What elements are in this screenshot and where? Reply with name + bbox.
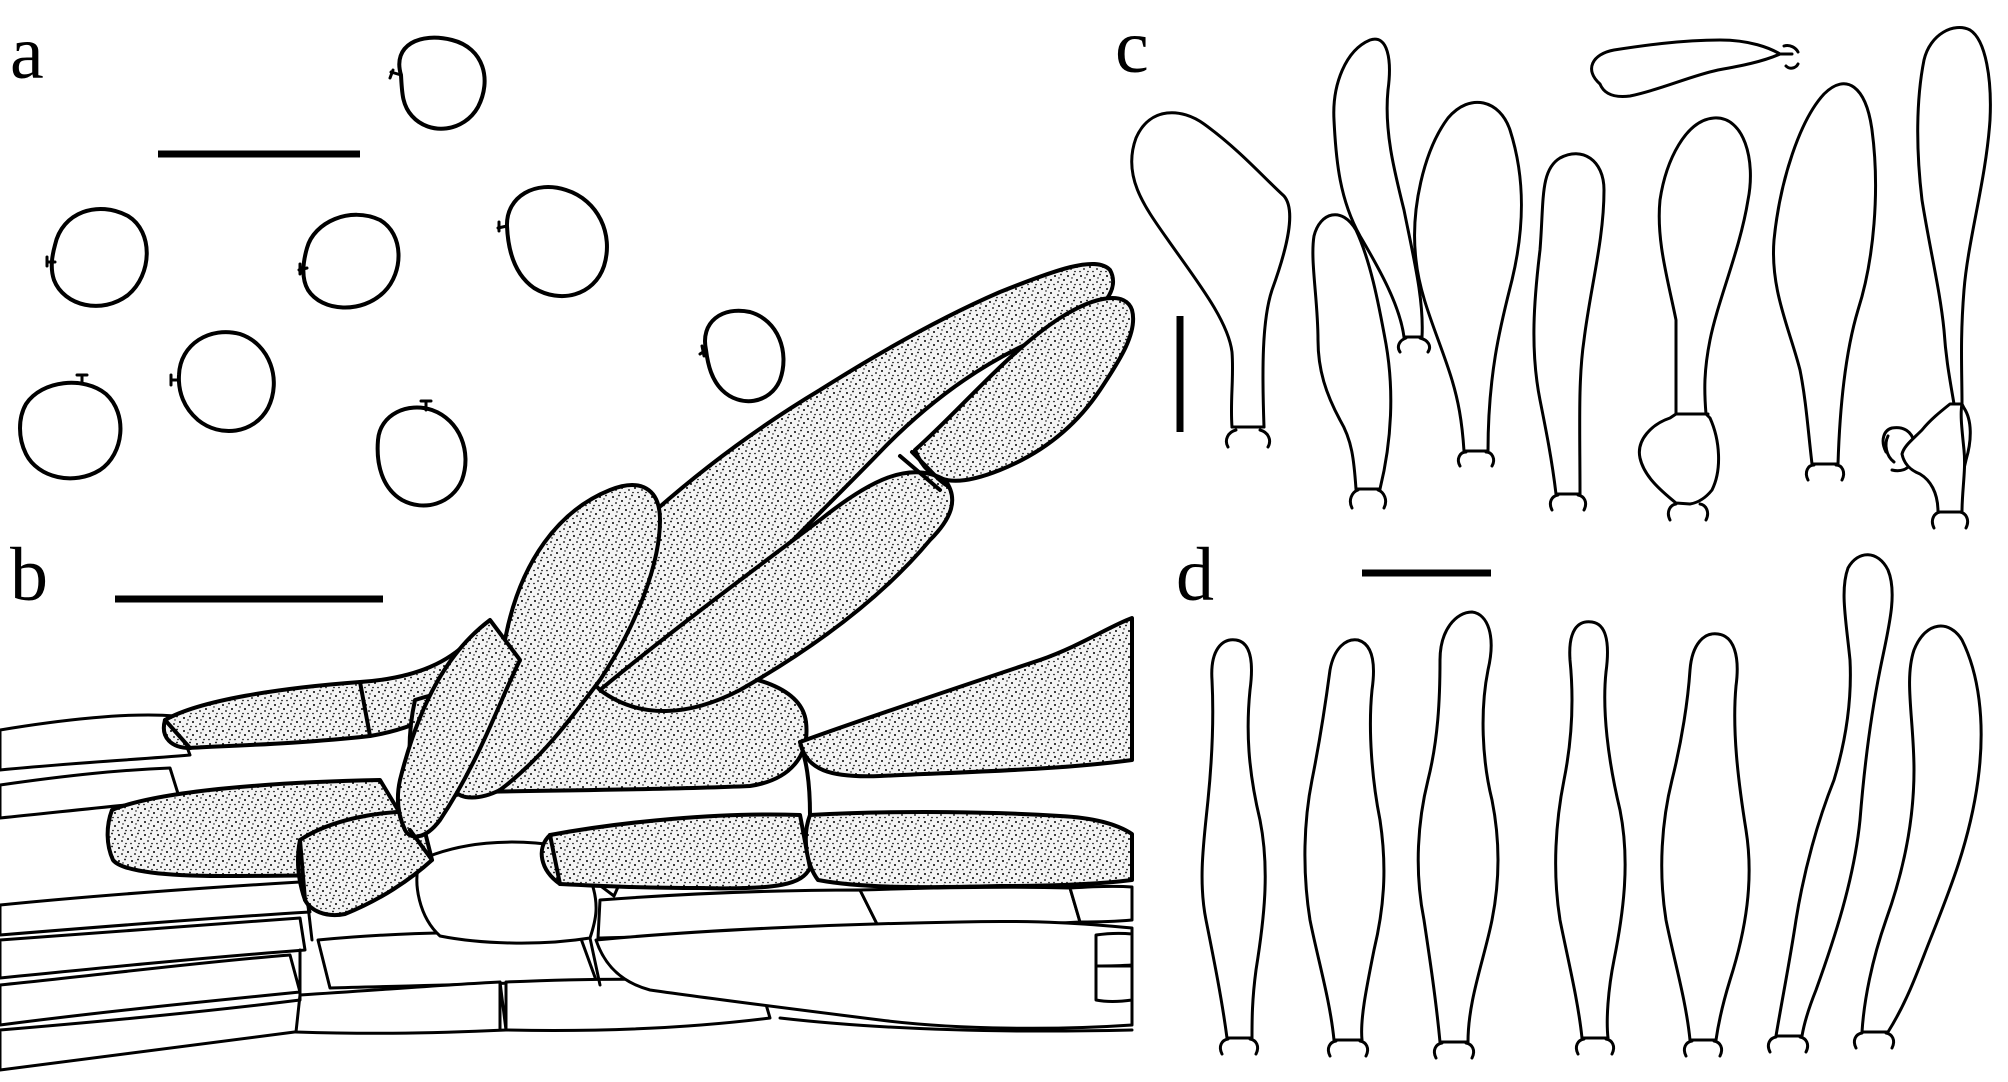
cystidium: [1416, 610, 1500, 1060]
cystidium: [1413, 100, 1523, 468]
panel-b-pileipellis: b: [0, 262, 1136, 1072]
cystidium: [1554, 620, 1627, 1056]
cystidium: [1590, 38, 1800, 98]
cystidium: [1881, 26, 1992, 530]
septa: [163, 450, 950, 902]
cystidium: [1532, 152, 1606, 512]
spore: [45, 207, 149, 308]
hyphae-lower-layer: [0, 713, 1134, 1072]
spore: [375, 399, 468, 508]
cystidium: [1332, 37, 1432, 354]
panel-label-b: b: [10, 533, 48, 617]
cystidium: [1200, 638, 1267, 1056]
panel-label-a: a: [10, 11, 44, 95]
spore: [496, 185, 609, 298]
cystidium: [1766, 553, 1894, 1054]
panel-a-spores: a: [10, 11, 786, 508]
cystidium: [1130, 111, 1292, 449]
hyphae-stippled-layer: [105, 262, 1136, 917]
spore: [297, 212, 401, 310]
cystidium: [1660, 632, 1751, 1058]
cystidium: [1771, 82, 1878, 482]
panel-c-cystidia: c: [1115, 5, 1992, 530]
spore: [169, 330, 276, 434]
cystidium: [1852, 624, 1983, 1050]
spore: [18, 373, 123, 481]
panel-d-cystidia: d: [1176, 533, 1983, 1060]
cystidium: [1637, 116, 1752, 522]
cystidium: [1311, 213, 1393, 510]
panel-label-d: d: [1176, 533, 1214, 617]
spore: [388, 35, 487, 131]
cystidium: [1303, 638, 1386, 1058]
spore: [698, 308, 786, 404]
panel-label-c: c: [1115, 5, 1149, 89]
